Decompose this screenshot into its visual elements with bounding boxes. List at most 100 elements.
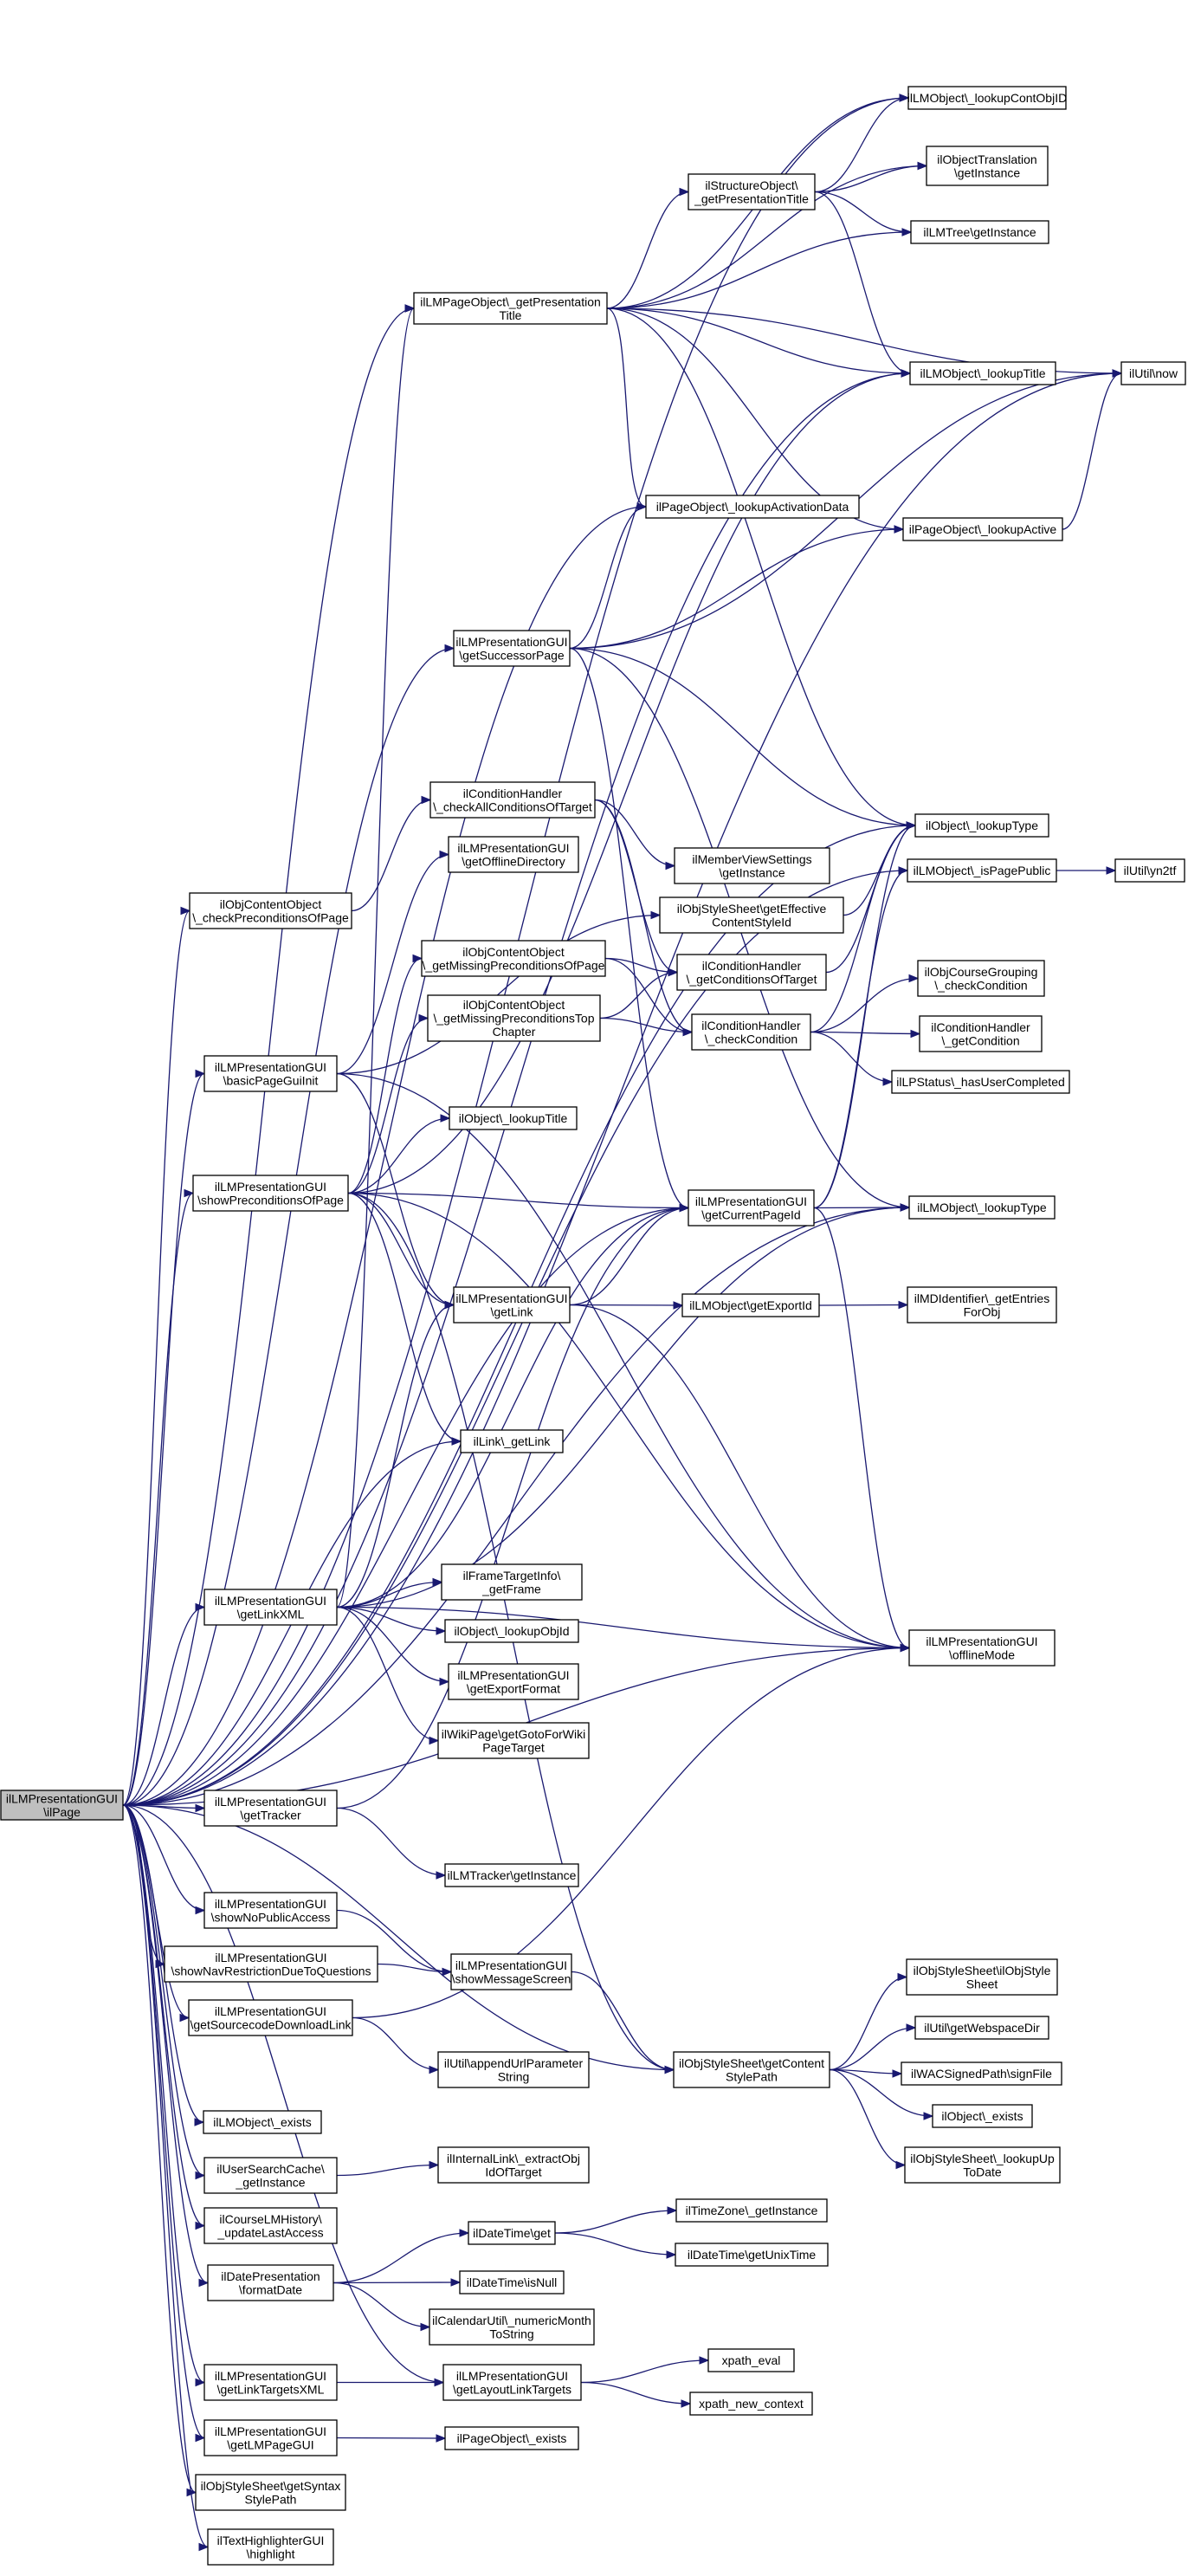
node-exportFormat[interactable]: ilLMPresentationGUI\getExportFormat: [448, 1663, 579, 1700]
node-xpathEval[interactable]: xpath_eval: [707, 2348, 795, 2372]
node-label-line: ilWACSignedPath\signFile: [911, 2067, 1052, 2081]
node-checkPrecPage[interactable]: ilObjContentObject\_checkPreconditionsOf…: [189, 892, 352, 929]
node-currentPageId[interactable]: ilLMPresentationGUI\getCurrentPageId: [688, 1189, 815, 1227]
node-offlineMode[interactable]: ilLMPresentationGUI\offlineMode: [908, 1629, 1056, 1667]
node-formatDate[interactable]: ilDatePresentation\formatDate: [207, 2264, 334, 2301]
node-objTranslation[interactable]: ilObjectTranslation\getInstance: [926, 146, 1049, 186]
node-label-line: PageTarget: [482, 1740, 545, 1754]
node-box: [907, 86, 1067, 110]
node-checkCondition[interactable]: ilConditionHandler\_checkCondition: [691, 1013, 811, 1051]
node-objExists[interactable]: ilObject\_exists: [932, 2104, 1033, 2128]
node-userSearch[interactable]: ilUserSearchCache\_getInstance: [203, 2157, 338, 2194]
edge-page-to-lmLookupTitle: [122, 372, 911, 1806]
node-objLookupType[interactable]: ilObject\_lookupType: [914, 813, 1049, 838]
node-condOfTarget[interactable]: ilConditionHandler\_getConditionsOfTarge…: [676, 954, 827, 991]
edge-linkXML-to-getPresentationTitle: [336, 307, 415, 1608]
node-showPrec[interactable]: ilLMPresentationGUI\showPreconditionsOfP…: [192, 1175, 349, 1212]
node-basicPageGuiInit[interactable]: ilLMPresentationGUI\basicPageGuiInit: [203, 1055, 338, 1092]
node-utilNow[interactable]: ilUtil\now: [1120, 361, 1186, 385]
node-lookupActive[interactable]: ilPageObject\_lookupActive: [902, 517, 1063, 541]
arrowhead-missingPrecTop-to-checkCondition: [682, 1027, 694, 1037]
arrowhead-linkTargetsXML-to-layoutLinkTargets: [434, 2378, 445, 2387]
node-xpathNewContext[interactable]: xpath_new_context: [689, 2392, 813, 2416]
node-lmPageGUI[interactable]: ilLMPresentationGUI\getLMPageGUI: [203, 2419, 338, 2456]
node-lookupActivationData[interactable]: ilPageObject\_lookupActivationData: [645, 495, 860, 519]
arrowhead-contentStylePath-to-styleSheetCtor: [897, 1972, 908, 1982]
node-linkGetLink[interactable]: ilLink\_getLink: [460, 1429, 564, 1453]
node-memberView[interactable]: ilMemberViewSettings\getInstance: [674, 847, 830, 884]
node-messageScreen[interactable]: ilLMPresentationGUI\showMessageScreen: [450, 1953, 572, 1990]
arrowhead-sourceDownload-to-appendUrl: [429, 2065, 440, 2074]
node-box: [907, 858, 1057, 883]
node-structPresTitle[interactable]: ilStructureObject\_getPresentationTitle: [688, 173, 816, 210]
edge-missingPrecTop-to-condOfTarget: [599, 971, 678, 1019]
node-page[interactable]: ilLMPresentationGUI\ilPage: [0, 1790, 124, 1821]
node-box: [444, 1863, 579, 1887]
node-checkAllCond[interactable]: ilConditionHandler\_checkAllConditionsOf…: [429, 781, 596, 819]
node-box: [675, 2243, 829, 2267]
node-lmLookupType[interactable]: ilLMObject\_lookupType: [908, 1195, 1056, 1220]
node-layoutLinkTargets[interactable]: ilLMPresentationGUI\getLayoutLinkTargets: [442, 2364, 582, 2401]
edge-linkXML-to-currentPageId: [336, 1207, 689, 1608]
node-label-line: Sheet: [966, 1977, 998, 1990]
node-isPagePublic[interactable]: ilLMObject\_isPagePublic: [907, 858, 1057, 883]
node-linkTargetsXML[interactable]: ilLMPresentationGUI\getLinkTargetsXML: [203, 2364, 338, 2401]
node-courseHistory[interactable]: ilCourseLMHistory\_updateLastAccess: [203, 2207, 338, 2244]
node-pageExists[interactable]: ilPageObject\_exists: [444, 2426, 579, 2450]
node-lookupObjId[interactable]: ilObject\_lookupObjId: [444, 1619, 579, 1643]
node-courseGrouping[interactable]: ilObjCourseGrouping\_checkCondition: [917, 960, 1045, 997]
node-missingPrecPage[interactable]: ilObjContentObject\_getMissingPreconditi…: [421, 940, 606, 977]
node-box: [437, 1722, 590, 1759]
node-effContentStyle[interactable]: ilObjStyleSheet\getEffectiveContentStyle…: [659, 896, 844, 934]
node-exportId[interactable]: ilLMObject\getExportId: [681, 1293, 820, 1317]
node-signFile[interactable]: ilWACSignedPath\signFile: [901, 2061, 1062, 2086]
node-unixTime[interactable]: ilDateTime\getUnixTime: [675, 2243, 829, 2267]
node-trackerInstance[interactable]: ilLMTracker\getInstance: [444, 1863, 579, 1887]
edge-layoutLinkTargets-to-xpathEval: [580, 2359, 709, 2384]
node-getCondition[interactable]: ilConditionHandler\_getCondition: [919, 1015, 1043, 1052]
node-lmLookupTitle[interactable]: ilLMObject\_lookupTitle: [909, 361, 1056, 385]
node-getLink[interactable]: ilLMPresentationGUI\getLink: [453, 1286, 571, 1324]
node-isNull[interactable]: ilDateTime\isNull: [459, 2270, 565, 2294]
arrowhead-page-to-showPrec: [184, 1188, 195, 1198]
edge-structPresTitle-to-objTranslation: [814, 165, 927, 193]
node-navRestriction[interactable]: ilLMPresentationGUI\showNavRestrictionDu…: [164, 1945, 378, 1983]
node-missingPrecTop[interactable]: ilObjContentObject\_getMissingPreconditi…: [427, 994, 601, 1042]
node-dateGet[interactable]: ilDateTime\get: [468, 2221, 556, 2245]
node-highlight[interactable]: ilTextHighlighterGUI\highlight: [207, 2528, 334, 2566]
node-objLookupTitle[interactable]: ilObject\_lookupTitle: [449, 1106, 578, 1130]
node-lmTreeInstance[interactable]: ilLMTree\getInstance: [910, 220, 1049, 244]
node-box: [421, 940, 606, 977]
node-box: [413, 292, 608, 325]
node-label-line: \getExportFormat: [467, 1681, 560, 1695]
node-getTracker[interactable]: ilLMPresentationGUI\getTracker: [203, 1790, 338, 1827]
node-getPresentationTitle[interactable]: ilLMPageObject\_getPresentationTitle: [413, 292, 608, 325]
node-lookupContObjID[interactable]: ilLMObject\_lookupContObjID: [907, 86, 1067, 110]
node-linkXML[interactable]: ilLMPresentationGUI\getLinkXML: [203, 1589, 338, 1626]
node-frameTarget[interactable]: ilFrameTargetInfo\_getFrame: [441, 1563, 583, 1601]
node-noPublicAccess[interactable]: ilLMPresentationGUI\showNoPublicAccess: [203, 1892, 338, 1929]
node-sourceDownload[interactable]: ilLMPresentationGUI\getSourcecodeDownloa…: [188, 1999, 353, 2036]
node-styleSheetCtor[interactable]: ilObjStyleSheet\ilObjStyleSheet: [906, 1958, 1058, 1996]
node-box: [437, 2051, 590, 2088]
node-box: [1114, 858, 1185, 883]
node-yn2tf[interactable]: ilUtil\yn2tf: [1114, 858, 1185, 883]
node-successorPage[interactable]: ilLMPresentationGUI\getSuccessorPage: [453, 630, 571, 667]
node-box: [673, 2051, 830, 2088]
node-lmExists[interactable]: ilLMObject\_exists: [203, 2110, 322, 2134]
arrowhead-page-to-lmExists: [194, 2118, 205, 2126]
node-lpStatus[interactable]: ilLPStatus\_hasUserCompleted: [891, 1070, 1070, 1094]
node-timeZone[interactable]: ilTimeZone\_getInstance: [675, 2198, 828, 2223]
node-webspaceDir[interactable]: ilUtil\getWebspaceDir: [914, 2016, 1049, 2040]
node-offlineDir[interactable]: ilLMPresentationGUI\getOfflineDirectory: [448, 836, 579, 873]
node-label-line: Title: [500, 308, 522, 322]
node-label-line: \showPreconditionsOfPage: [197, 1193, 344, 1207]
